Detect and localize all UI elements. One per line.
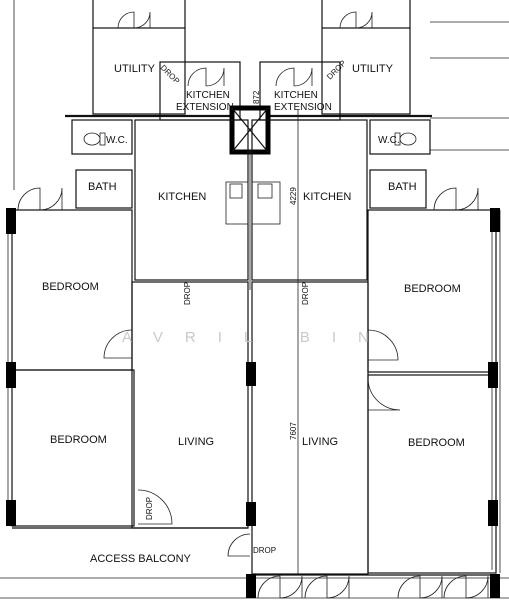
utility-left-label: UTILITY	[114, 63, 156, 75]
access-balcony-label: ACCESS BALCONY	[90, 553, 192, 565]
kitchen-extension-right-label-2: EXTENSION	[274, 102, 332, 113]
bedroom-upper-left-label: BEDROOM	[42, 281, 99, 293]
dimension-872-label: 872	[252, 90, 261, 104]
door-swings	[17, 11, 489, 599]
living-right-label: LIVING	[302, 436, 338, 448]
kitchen-extension-left-label-1: KITCHEN	[186, 90, 230, 101]
utility-right-label: UTILITY	[352, 63, 394, 75]
bedroom-upper-right-label: BEDROOM	[404, 283, 461, 295]
kitchen-extension-right-label-1: KITCHEN	[274, 90, 318, 101]
bath-right-label: BATH	[388, 181, 417, 193]
toilet-icon	[394, 132, 417, 146]
watermark: AVRIL BIN	[122, 329, 391, 346]
drop-utility-left-label: DROP	[159, 63, 182, 86]
dimension-4229-label: 4229	[289, 187, 298, 205]
drop-door-label: DROP	[145, 497, 154, 520]
bedroom-lower-left-label: BEDROOM	[50, 434, 107, 446]
toilet-icon	[83, 132, 106, 146]
wc-left-label: W.C.	[106, 135, 128, 146]
bedroom-lower-right-label: BEDROOM	[408, 437, 465, 449]
bath-left-label: BATH	[88, 181, 117, 193]
structural-columns	[6, 208, 500, 598]
drop-balcony-label: DROP	[253, 546, 276, 555]
dimension-7607-label: 7607	[289, 422, 298, 440]
kitchen-right-label: KITCHEN	[303, 191, 351, 203]
kitchen-left-label: KITCHEN	[158, 191, 206, 203]
wc-right-label: W.C.	[378, 135, 400, 146]
kitchen-extension-left-label-2: EXTENSION	[176, 102, 234, 113]
drop-living-right-label: DROP	[301, 282, 310, 305]
drop-living-left-label: DROP	[183, 282, 192, 305]
living-left-label: LIVING	[178, 436, 214, 448]
